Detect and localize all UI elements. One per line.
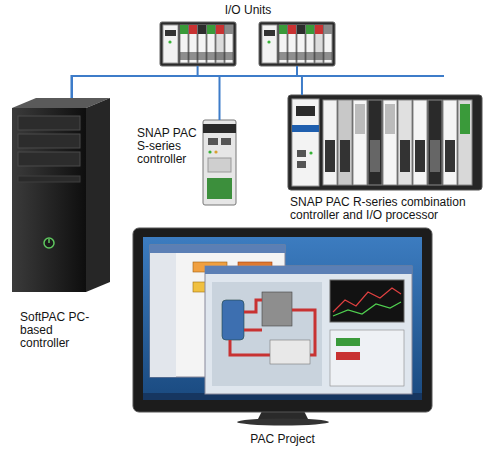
status-led <box>309 151 312 154</box>
io-module <box>383 100 397 185</box>
node-label: SNAP PAC R-series combination controller… <box>290 196 480 222</box>
drive-slot <box>18 176 80 182</box>
drive-bay <box>18 134 80 148</box>
tank-graphic <box>222 300 244 340</box>
tree-panel <box>150 253 176 377</box>
hmi-button <box>336 338 360 346</box>
window-titlebar <box>205 266 412 274</box>
node-label: SNAP PAC S-series controller <box>137 127 201 166</box>
io-units-group: I/O Units <box>158 20 338 66</box>
r-series-rack <box>288 95 482 190</box>
hmi-controls <box>330 330 404 386</box>
io-terminals <box>340 140 350 172</box>
r-series-processor <box>292 99 319 186</box>
io-module <box>323 100 337 185</box>
monitor-bezel <box>133 228 432 412</box>
window-titlebar <box>150 245 285 253</box>
io-label <box>460 104 470 134</box>
processor-display <box>296 106 315 116</box>
ethernet-port <box>221 138 231 145</box>
hmi-panel <box>212 282 322 386</box>
hmi-window <box>205 266 412 394</box>
io-module <box>398 100 412 185</box>
serial-port <box>208 158 231 172</box>
pc-controller: SoftPAC PC-based controller <box>12 98 110 292</box>
io-module <box>428 100 442 185</box>
hmi-gauge <box>270 340 310 364</box>
power-symbol <box>48 239 50 243</box>
ethernet-port <box>208 138 218 145</box>
power-button <box>44 238 54 248</box>
monitor-base <box>237 419 329 426</box>
io-terminals <box>400 140 410 172</box>
status-led <box>214 150 217 153</box>
io-label <box>385 104 395 134</box>
node-label: PAC Project <box>133 433 432 446</box>
terminal-block <box>207 178 232 199</box>
pc-front <box>12 108 86 292</box>
network-cable <box>72 66 198 98</box>
io-module <box>443 100 457 185</box>
ethernet-port <box>297 150 306 157</box>
network-cable <box>72 76 302 98</box>
s-series-band <box>203 124 236 133</box>
io-label <box>355 104 365 134</box>
trend-line <box>333 302 401 316</box>
machine-graphic <box>262 292 292 326</box>
io-module <box>458 100 472 185</box>
status-led <box>208 150 211 153</box>
monitor-screen <box>143 237 422 400</box>
io-terminals <box>370 140 380 172</box>
drive-bay <box>18 116 80 130</box>
io-module <box>413 100 427 185</box>
s-series-controller: SNAP PAC S-series controller <box>203 120 236 205</box>
io-module <box>338 100 352 185</box>
io-terminals <box>445 140 455 172</box>
network-cable <box>72 76 220 120</box>
network-bus <box>302 75 444 77</box>
io-terminals <box>325 140 335 172</box>
io-module <box>368 100 382 185</box>
node-label: SoftPAC PC-based controller <box>20 311 92 350</box>
pc-side <box>86 98 110 292</box>
ethernet-port <box>297 161 306 168</box>
io-module <box>353 100 367 185</box>
trend-graph <box>330 280 404 322</box>
network-drop <box>296 66 298 76</box>
io-terminals <box>430 140 440 172</box>
io-terminals <box>415 140 425 172</box>
drive-bay <box>18 152 80 166</box>
pac-project-monitor: PAC Project <box>133 228 432 425</box>
hmi-button <box>336 352 360 360</box>
trend-line <box>333 288 401 312</box>
processor-brand-band <box>292 125 319 132</box>
io-unit <box>259 22 335 66</box>
io-unit <box>160 22 236 66</box>
r-series-controller: SNAP PAC R-series combination controller… <box>288 95 482 190</box>
node-label: I/O Units <box>158 4 338 17</box>
s-series-body <box>203 120 236 205</box>
